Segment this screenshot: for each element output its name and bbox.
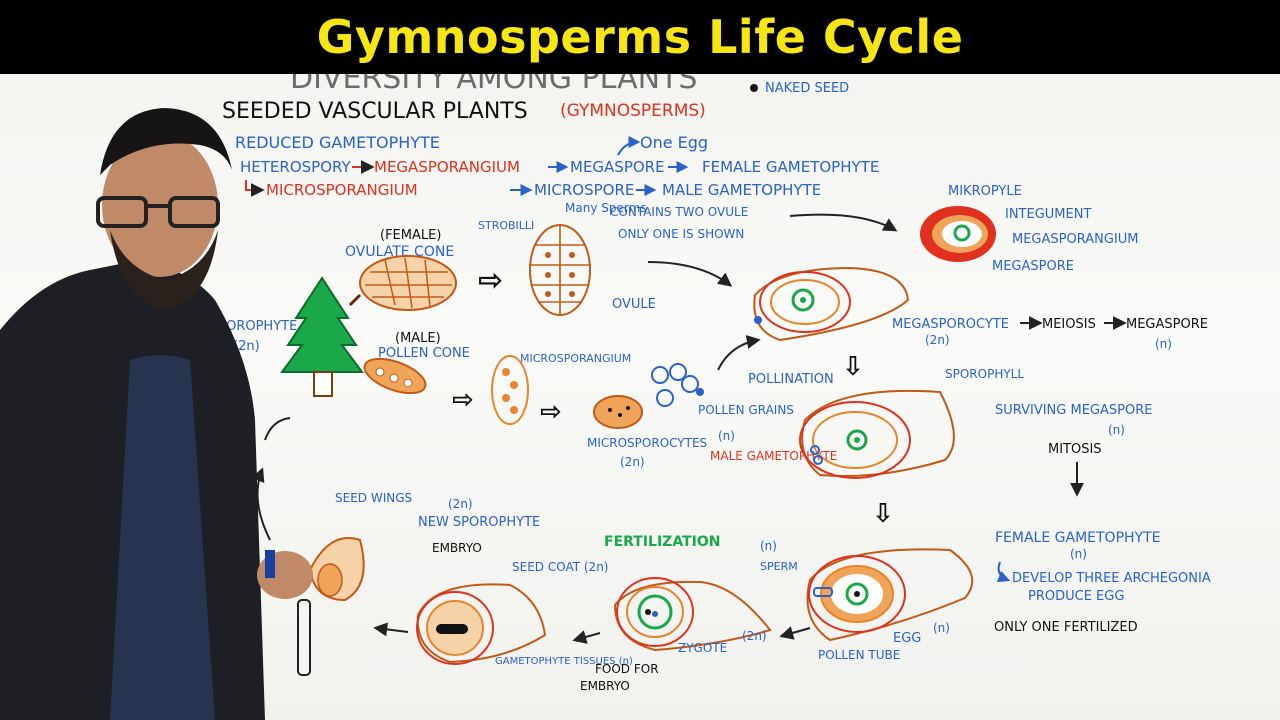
board-subtitle: SEEDED VASCULAR PLANTS: [222, 99, 528, 124]
arrow-to-cone-section: ⇨: [478, 263, 503, 298]
microsporocytes-drawing: [593, 395, 643, 429]
female-label: (FEMALE): [380, 228, 441, 243]
pollen-cone-drawing: [363, 357, 427, 395]
sporophyll-label: SPOROPHYLL: [945, 367, 1024, 381]
video-title: Gymnosperms Life Cycle: [316, 10, 964, 64]
mitosis-label: MITOSIS: [1048, 442, 1102, 457]
seed-label: SEED WINGS: [335, 491, 412, 505]
pollen-grains-label: POLLEN GRAINS: [698, 403, 794, 417]
arrow-to-microsporangium: ⇨: [452, 385, 474, 415]
reduced-gametophyte: REDUCED GAMETOPHYTE: [235, 133, 440, 152]
pollen-grains-ploidy: (n): [718, 429, 735, 443]
ovule-stage-female-gametophyte: [806, 548, 974, 642]
cone-section-drawing: [529, 224, 591, 316]
mikropyle-label: MIKROPYLE: [948, 184, 1022, 199]
megaspore-result: MEGASPORE: [1126, 317, 1208, 332]
winged-seed-drawing: [308, 537, 365, 602]
megaspore-result-ploidy: (n): [1155, 337, 1172, 351]
megaspore-label: MEGASPORE: [992, 259, 1074, 274]
many-sperms-note: Many Sperms: [565, 201, 647, 215]
naked-seed-note: NAKED SEED: [765, 81, 849, 96]
seed-coat-label: SEED COAT (2n): [512, 560, 608, 574]
ovule-label: OVULE: [612, 297, 656, 312]
only-one-fertilized: ONLY ONE FERTILIZED: [994, 620, 1138, 635]
strobilli-label: STROBILLI: [478, 219, 534, 232]
ovule-stage-surviving-megaspore: [799, 389, 955, 479]
arrow-down-2: ⇩: [872, 499, 894, 529]
zygote-ploidy: (2n): [742, 629, 767, 643]
sperm-ploidy: (n): [760, 539, 777, 553]
embryo-food-label: EMBRYO: [580, 679, 630, 693]
microsporocytes-label: MICROSPOROCYTES: [587, 436, 707, 450]
only-one-shown: ONLY ONE IS SHOWN: [618, 227, 744, 241]
seed-embryo-drawing: [416, 583, 547, 665]
presenter: [0, 108, 313, 720]
microsporangium-drawing: [491, 355, 529, 425]
surviving-megaspore-label: SURVIVING MEGASPORE: [995, 403, 1152, 418]
pollen-tube-label: POLLEN TUBE: [818, 648, 900, 662]
heterospory: HETEROSPORY: [240, 158, 351, 176]
megasporangium-line: MEGASPORANGIUM: [374, 158, 520, 176]
whiteboard-diagram: DIVERSITY AMONG PLANTS NAKED SEED SEEDED…: [0, 61, 1211, 720]
contains-two-ovule: CONTAINS TWO OVULE: [610, 205, 748, 219]
ovule-cross-section: [920, 206, 996, 262]
male-label: (MALE): [395, 331, 441, 346]
female-gametophyte-line: FEMALE GAMETOPHYTE: [702, 158, 879, 176]
whiteboard: DIVERSITY AMONG PLANTS NAKED SEED SEEDED…: [0, 61, 1280, 720]
egg-label: EGG: [893, 631, 921, 646]
microsporangium-line: MICROSPORANGIUM: [266, 181, 418, 199]
female-gametophyte-label: FEMALE GAMETOPHYTE: [995, 530, 1161, 546]
new-sporophyte-label: NEW SPOROPHYTE: [418, 515, 540, 530]
arrow-down-1: ⇩: [842, 352, 864, 382]
ovulate-cone-label: OVULATE CONE: [345, 244, 454, 260]
title-banner: Gymnosperms Life Cycle: [0, 0, 1280, 74]
pollen-cone-label: POLLEN CONE: [378, 346, 470, 361]
arrow-to-microsporocytes: ⇨: [540, 397, 562, 427]
pollen-grains-drawing: [651, 363, 704, 407]
female-gametophyte-ploidy: (n): [1070, 547, 1087, 561]
pollination-label: POLLINATION: [748, 372, 834, 387]
one-egg-note: One Egg: [640, 133, 708, 152]
produce-egg: PRODUCE EGG: [1028, 589, 1124, 604]
integument-label: INTEGUMENT: [1005, 207, 1091, 222]
megasporangium-label: MEGASPORANGIUM: [1012, 232, 1138, 247]
sporophyte-ploidy: (2n): [233, 339, 260, 354]
board-subtitle-paren: (GYMNOSPERMS): [560, 101, 706, 121]
board-heading: DIVERSITY AMONG PLANTS: [290, 74, 697, 96]
develop-archegonia: DEVELOP THREE ARCHEGONIA: [1012, 571, 1211, 586]
male-gametophyte-label: MALE GAMETOPHYTE: [710, 449, 837, 463]
ovule-stage-megasporocyte: [753, 266, 910, 342]
zygote-label: ZYGOTE: [678, 641, 727, 655]
surviving-ploidy: (n): [1108, 423, 1125, 437]
sperm-label: SPERM: [760, 560, 798, 573]
megasporocyte-label: MEGASPOROCYTE: [892, 317, 1009, 332]
megasporocyte-ploidy: (2n): [925, 333, 950, 347]
zygote-drawing: [613, 577, 772, 652]
ovulate-cone-drawing: [348, 255, 457, 311]
bullet-dot: [750, 84, 758, 92]
gametophyte-tissues-label: GAMETOPHYTE TISSUES (n): [495, 656, 633, 667]
microsporangium-label: MICROSPORANGIUM: [520, 352, 631, 365]
microsporocytes-ploidy: (2n): [620, 455, 645, 469]
meiosis-label: MEIOSIS: [1042, 317, 1096, 332]
megaspore-line: MEGASPORE: [570, 158, 665, 176]
male-gametophyte-line: MALE GAMETOPHYTE: [662, 181, 821, 199]
microspore-line: MICROSPORE: [534, 181, 634, 199]
sporophyte-label: SPOROPHYTE: [210, 319, 297, 334]
fertilization-label: FERTILIZATION: [604, 534, 720, 550]
food-for-label: FOOD FOR: [595, 662, 659, 676]
sporophyte-tree: [280, 276, 364, 397]
egg-ploidy: (n): [933, 621, 950, 635]
embryo-label: EMBRYO: [432, 541, 482, 555]
new-sporophyte-ploidy: (2n): [448, 497, 473, 511]
